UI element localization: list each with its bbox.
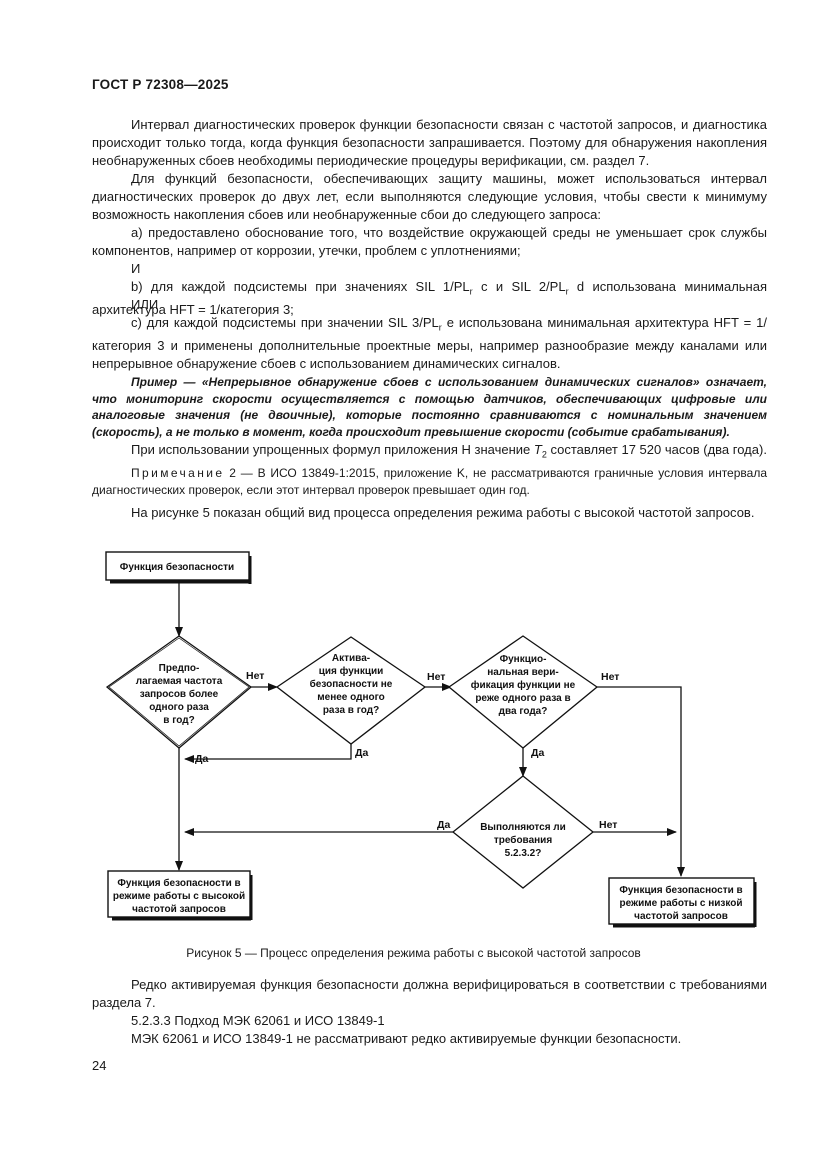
d1-line-2: лагаемая частота xyxy=(136,676,223,687)
paragraph-rare-activation: Редко активируемая функция безопасности … xyxy=(92,977,767,1010)
d4-line-1: Выполняются ли xyxy=(480,822,566,833)
high-demand-box xyxy=(107,870,251,918)
high-line-2: режиме работы с высокой xyxy=(113,890,245,902)
or-word: ИЛИ xyxy=(131,297,159,312)
paragraph-diagnostic-interval: Интервал диагностических проверок функци… xyxy=(92,117,767,168)
low-line-3: частотой запросов xyxy=(634,911,728,922)
d4-yes-label: Да xyxy=(437,819,450,831)
condition-b: b) для каждой подсистемы при значениях S… xyxy=(92,279,767,317)
figure-5-flowchart: Функция безопасности Предпо- лагаемая ча… xyxy=(0,548,827,933)
high-line-3: частотой запросов xyxy=(132,904,226,915)
figure-intro: На рисунке 5 показан общий вид процесса … xyxy=(131,505,755,520)
d3-line-5: два года? xyxy=(499,706,548,717)
note-2: Примечание 2 — В ИСО 13849-1:2015, прило… xyxy=(92,466,767,497)
d3-line-3: фикация функции не xyxy=(471,679,576,691)
low-line-2: режиме работы с низкой xyxy=(619,897,742,909)
paragraph-two-years-conditions: Для функций безопасности, обеспечивающих… xyxy=(92,171,767,222)
d1-line-4: одного раза xyxy=(149,702,209,713)
d1-no-label: Нет xyxy=(246,670,264,682)
condition-c: с) для каждой подсистемы при значении SI… xyxy=(92,315,767,371)
decision-requirements xyxy=(451,775,595,889)
d2-no-label: Нет xyxy=(427,671,445,683)
d2-line-4: менее одного xyxy=(317,692,385,703)
d2-line-3: безопасности не xyxy=(310,678,393,690)
figure-caption: Рисунок 5 — Процесс определения режима р… xyxy=(186,946,641,960)
low-demand-box xyxy=(608,877,755,925)
example-block: Пример — «Непрерывное обнаружение сбоев … xyxy=(92,375,767,439)
d2-line-1: Актива- xyxy=(332,653,370,664)
d3-no-label: Нет xyxy=(601,671,619,683)
section-heading-5-2-3-3: 5.2.3.3 Подход МЭК 62061 и ИСО 13849-1 xyxy=(131,1013,385,1028)
paragraph-not-considered: МЭК 62061 и ИСО 13849-1 не рассматривают… xyxy=(131,1031,682,1046)
page-number: 24 xyxy=(92,1058,107,1073)
document-header: ГОСТ Р 72308—2025 xyxy=(92,77,229,92)
d1-yes-label: Да xyxy=(195,753,208,765)
d3-line-1: Функцио- xyxy=(500,654,547,665)
decision-verification xyxy=(447,635,599,749)
d4-line-2: требования xyxy=(494,834,552,846)
d2-line-5: раза в год? xyxy=(323,705,379,716)
d4-no-label: Нет xyxy=(599,819,617,831)
d1-line-1: Предпо- xyxy=(159,663,200,674)
and-word: И xyxy=(131,261,141,276)
d3-yes-label: Да xyxy=(531,747,544,759)
d2-line-2: ция функции xyxy=(319,665,384,677)
start-label: Функция безопасности xyxy=(120,561,234,573)
d1-line-3: запросов более xyxy=(140,688,219,700)
low-line-1: Функция безопасности в xyxy=(619,884,742,896)
d2-yes-label: Да xyxy=(355,747,368,759)
d1-line-5: в год? xyxy=(163,715,194,726)
condition-a: а) предоставлено обоснование того, что в… xyxy=(92,225,767,258)
start-box xyxy=(105,551,250,581)
t2-paragraph: При использовании упрощенных формул прил… xyxy=(131,442,767,460)
high-line-1: Функция безопасности в xyxy=(117,877,240,889)
d4-line-3: 5.2.3.2? xyxy=(505,848,542,859)
d3-line-4: реже одного раза в xyxy=(475,693,570,704)
d3-line-2: нальная вери- xyxy=(487,667,558,678)
